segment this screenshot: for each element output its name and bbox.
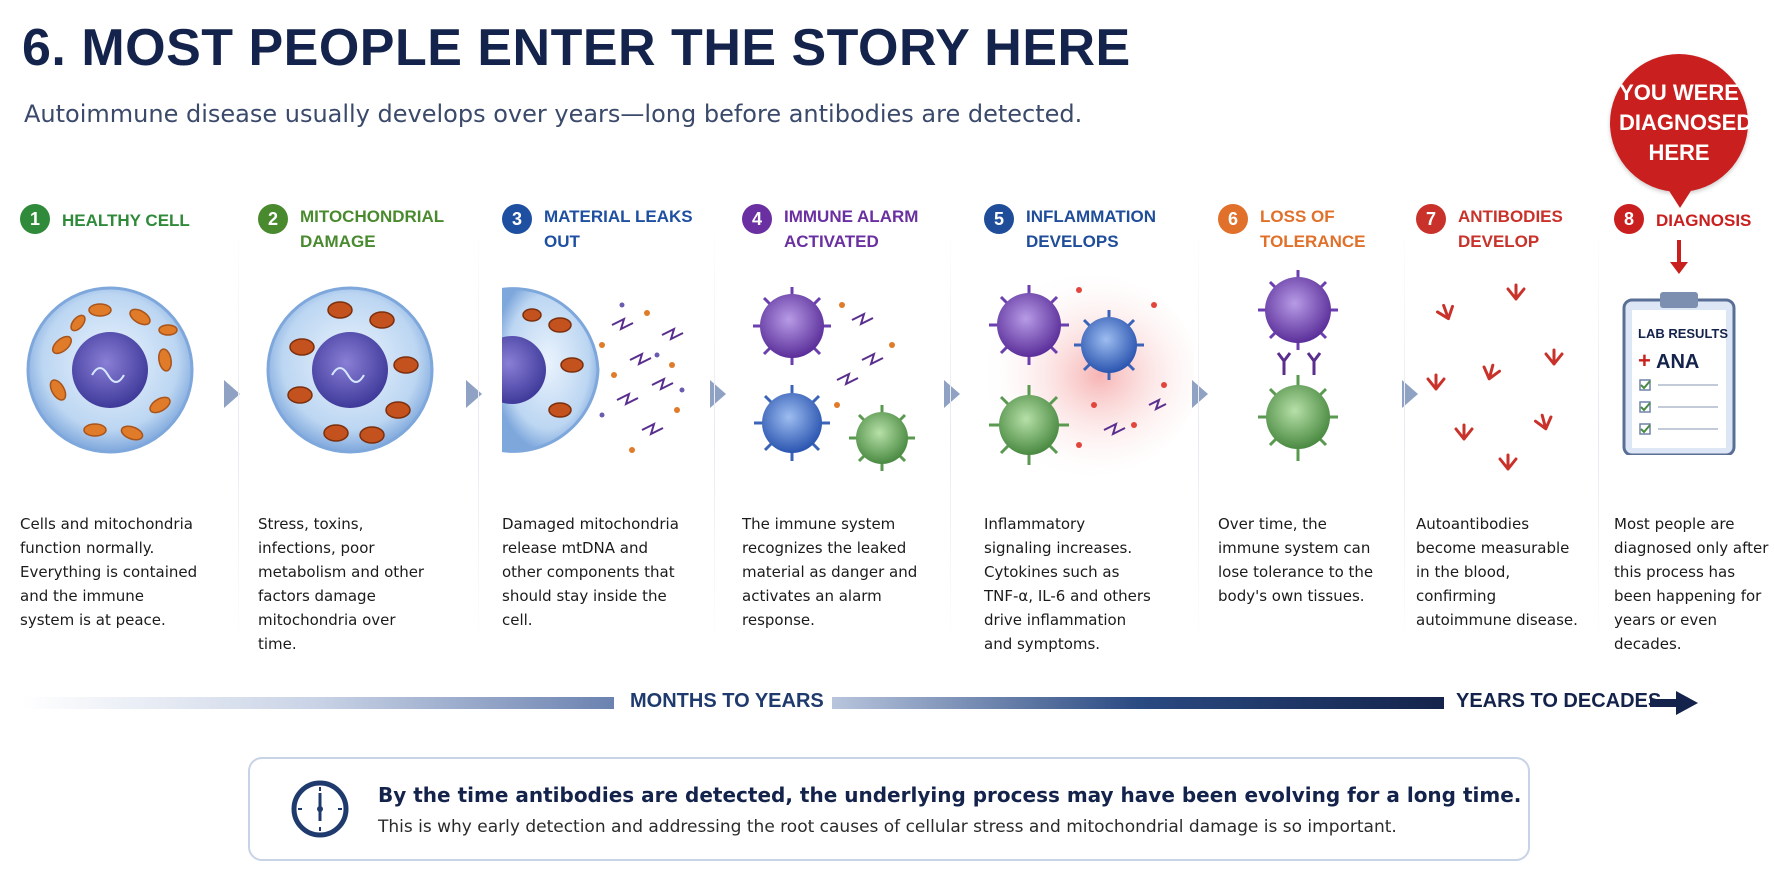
note-main-text: By the time antibodies are detected, the… (378, 783, 1522, 807)
clock-icon (291, 780, 349, 838)
step-description: Cells and mitochondria function normally… (20, 515, 198, 629)
note-box: By the time antibodies are detected, the… (248, 757, 1530, 861)
step-title: IMMUNE ALARM ACTIVATED (784, 207, 919, 251)
arrow-right-icon (1650, 691, 1698, 715)
checkbox-icon (1639, 401, 1651, 413)
step-number: 5 (984, 204, 1014, 234)
healthy-cell-illustration (26, 286, 194, 454)
lab-result: ANA (1656, 351, 1699, 373)
page-subtitle: Autoimmune disease usually develops over… (24, 100, 1083, 128)
step-description: Stress, toxins, infections, poor metabol… (258, 515, 425, 653)
note-sub-text: This is why early detection and addressi… (378, 817, 1397, 837)
divider (1404, 220, 1405, 650)
step-number: 2 (258, 204, 288, 234)
step-3: 3 MATERIAL LEAKS OUT Damaged mitochondri… (502, 200, 702, 655)
chevron-right-icon (1402, 380, 1418, 408)
step-number: 1 (20, 204, 50, 234)
step-number: 8 (1614, 204, 1644, 234)
step-7: 7 ANTIBODIES DEVELOP Autoantibodies beco… (1416, 200, 1596, 655)
step-title: DIAGNOSIS (1656, 211, 1752, 230)
antibodies-illustration (1426, 283, 1564, 471)
chevron-right-icon (944, 380, 960, 408)
lab-heading: LAB RESULTS (1638, 326, 1728, 341)
diagnosed-callout: YOU WERE DIAGNOSED HERE (1610, 54, 1753, 192)
checkbox-icon (1639, 423, 1651, 435)
page-title: 6. MOST PEOPLE ENTER THE STORY HERE (22, 19, 1131, 77)
step-title: HEALTHY CELL (62, 211, 190, 230)
step-title: INFLAMMATION DEVELOPS (1026, 207, 1156, 251)
step-8: 8 DIAGNOSIS LAB RESULTS + ANA Most peopl… (1614, 200, 1774, 655)
step-title: LOSS OF TOLERANCE (1260, 207, 1366, 251)
step-description: Most people are diagnosed only after thi… (1614, 515, 1769, 653)
chevron-right-icon (466, 380, 482, 408)
step-title: MATERIAL LEAKS OUT (544, 207, 693, 251)
divider (1198, 220, 1199, 650)
step-2: 2 MITOCHONDRIAL DAMAGE Stress, toxins, i… (258, 200, 458, 655)
timeline-bar-a (22, 697, 614, 709)
step-description: Autoantibodies become measurable in the … (1416, 515, 1578, 629)
divider (950, 220, 951, 650)
step-title: ANTIBODIES DEVELOP (1458, 207, 1563, 251)
svg-text:+: + (1638, 348, 1651, 373)
immune-alarm-illustration (753, 287, 915, 471)
inflammation-illustration (984, 275, 1194, 475)
divider (478, 220, 479, 650)
callout-tail (1666, 186, 1694, 208)
step-1: 1 HEALTHY CELL Cells and mitochondria fu… (20, 200, 220, 655)
step-title: MITOCHONDRIAL DAMAGE (300, 207, 444, 251)
step-number: 4 (742, 204, 772, 234)
divider (714, 220, 715, 650)
divider (238, 220, 239, 650)
checkbox-icon (1639, 379, 1651, 391)
step-description: The immune system recognizes the leaked … (742, 515, 918, 629)
loss-of-tolerance-illustration (1258, 270, 1338, 461)
material-leaks-illustration (502, 287, 685, 453)
timeline-bar-b (832, 697, 1444, 709)
step-description: Damaged mitochondria release mtDNA and o… (502, 515, 679, 629)
timeline-label-months: MONTHS TO YEARS (630, 690, 824, 712)
step-description: Over time, the immune system can lose to… (1218, 515, 1374, 605)
step-description: Inflammatory signaling increases. Cytoki… (984, 515, 1151, 653)
divider (1598, 220, 1599, 650)
step-6: 6 LOSS OF TOLERANCE Over time, the immun… (1218, 200, 1398, 655)
step-number: 7 (1416, 204, 1446, 234)
step-4: 4 IMMUNE ALARM ACTIVATED The immune syst… (742, 200, 942, 655)
step-5: 5 INFLAMMATION DEVELOPS Inflammatory sig… (984, 200, 1194, 655)
chevron-right-icon (710, 380, 726, 408)
step-number: 3 (502, 204, 532, 234)
step-number: 6 (1218, 204, 1248, 234)
timeline-label-years: YEARS TO DECADES (1456, 690, 1662, 712)
chevron-right-icon (1192, 380, 1208, 408)
chevron-right-icon (224, 380, 240, 408)
callout-text: YOU WERE DIAGNOSED HERE (1619, 80, 1753, 165)
damaged-mitochondria-cell-illustration (266, 286, 434, 454)
clipboard-icon: LAB RESULTS + ANA (1622, 240, 1736, 455)
